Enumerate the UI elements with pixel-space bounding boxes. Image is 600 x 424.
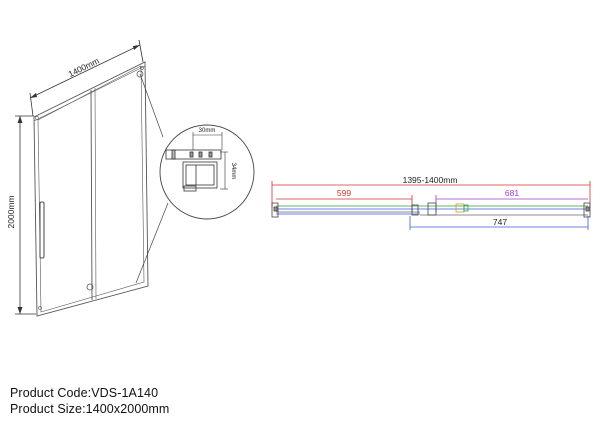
product-size-value: 1400x2000mm [85, 402, 170, 416]
plan-end-profiles [271, 202, 591, 218]
detail-height-label: 34mm [230, 163, 236, 180]
sliding-opening-label: 681 [505, 188, 519, 198]
plan-rails [276, 205, 588, 216]
height-label: 2000mm [6, 195, 16, 228]
product-size-line: Product Size:1400x2000mm [10, 402, 169, 416]
product-code-label: Product Code: [10, 386, 92, 400]
profile-detail-circle: 30mm 34mm [159, 124, 255, 220]
front-view [33, 61, 149, 317]
product-code-value: VDS-1A140 [91, 386, 159, 400]
product-code-line: Product Code:VDS-1A140 [10, 386, 158, 400]
detail-leader [135, 70, 169, 284]
width-label: 1400mm [67, 56, 101, 79]
plan-view: 1395-1400mm 599 681 [271, 175, 591, 230]
fixed-panel-label: 599 [337, 188, 351, 198]
width-dimension [29, 39, 144, 117]
door-panel-label: 747 [493, 217, 507, 227]
product-size-label: Product Size: [10, 402, 86, 416]
height-dimension [15, 115, 36, 315]
door-panel-dimension-line [409, 216, 589, 230]
total-dimension-line [271, 181, 591, 208]
detail-width-label: 30mm [199, 128, 216, 134]
total-range-label: 1395-1400mm [403, 175, 458, 185]
